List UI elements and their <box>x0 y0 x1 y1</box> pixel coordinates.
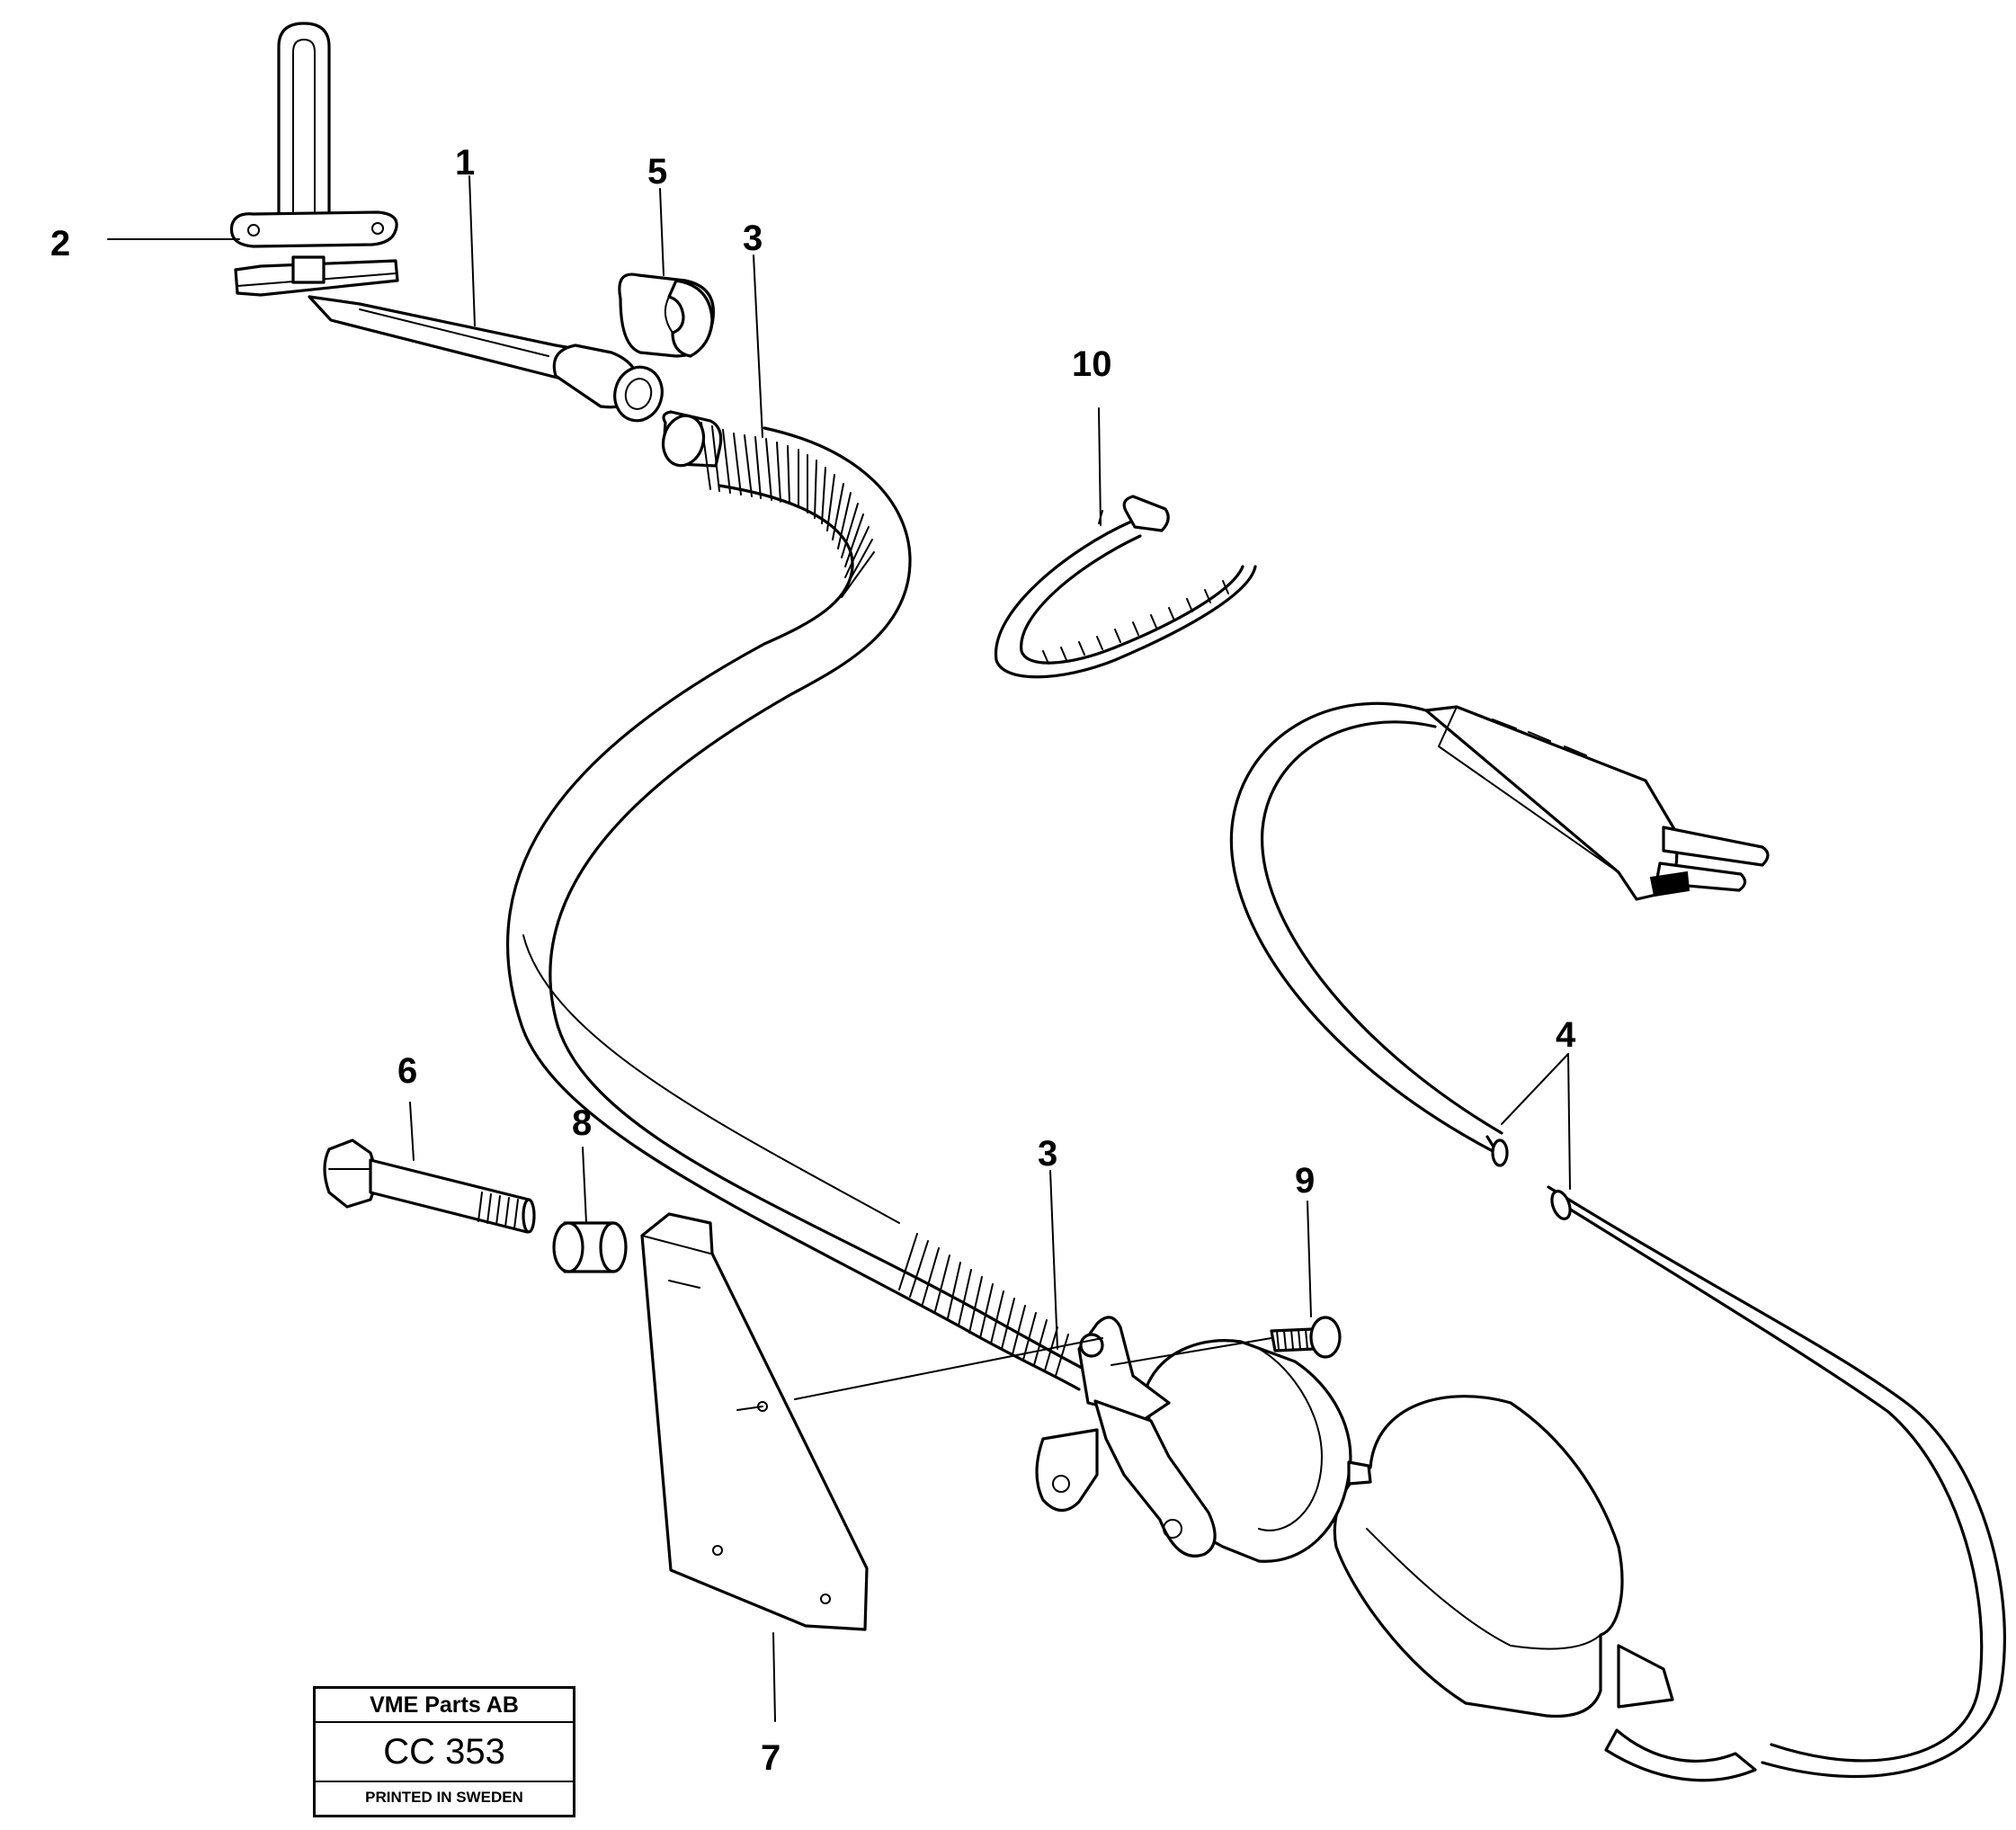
callout-1: 1 <box>455 143 475 183</box>
callout-2: 2 <box>50 224 70 263</box>
split-sleeve <box>618 272 715 358</box>
assembly-lines <box>736 1337 1272 1411</box>
cable-hose <box>506 410 1108 1391</box>
callout-labels: 1 2 3 3 4 5 6 7 8 9 10 <box>50 143 1576 1778</box>
callout-4: 4 <box>1556 1015 1576 1055</box>
heater-element <box>229 22 399 297</box>
power-cord <box>1229 701 2006 1782</box>
callout-8: 8 <box>572 1103 592 1143</box>
leader-lines <box>107 175 1571 1722</box>
cord-socket <box>1333 1395 1674 1718</box>
heater-pipe <box>308 295 664 423</box>
mounting-bracket <box>640 1212 869 1631</box>
stamp-code: CC 353 <box>316 1723 573 1782</box>
stamp-printed: PRINTED IN SWEDEN <box>365 1789 523 1806</box>
callout-9: 9 <box>1295 1161 1315 1201</box>
heater-inlet <box>1035 1316 1372 1563</box>
callout-5: 5 <box>647 152 667 192</box>
cable-tie <box>995 495 1257 679</box>
callout-3-bottom: 3 <box>1038 1134 1057 1174</box>
publisher-stamp: VME Parts AB CC 353 PRINTED IN SWEDEN <box>313 1686 575 1817</box>
hex-bolt <box>323 1138 536 1234</box>
small-screw <box>1270 1316 1342 1359</box>
stamp-company: VME Parts AB <box>316 1689 573 1723</box>
callout-6: 6 <box>397 1051 417 1091</box>
callout-10: 10 <box>1072 344 1112 384</box>
callout-7: 7 <box>761 1738 781 1778</box>
spacer-sleeve <box>552 1221 628 1273</box>
callout-3-top: 3 <box>743 219 763 258</box>
